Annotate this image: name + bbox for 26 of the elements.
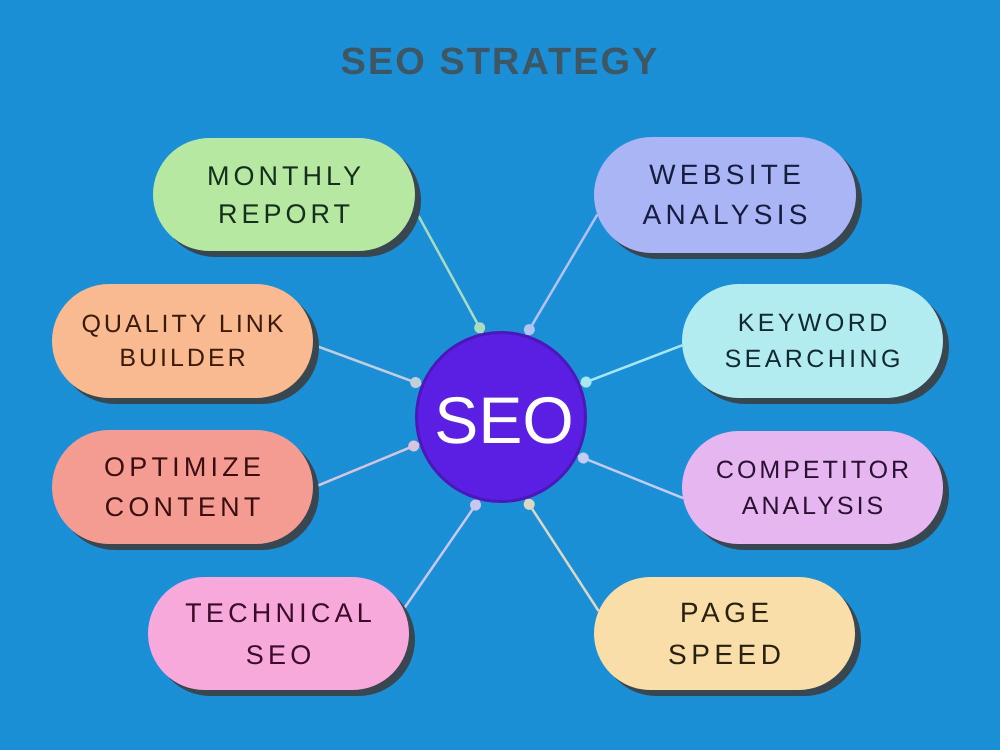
pill-box: [153, 138, 421, 257]
connector-line: [524, 214, 598, 336]
pill-box: [682, 284, 949, 404]
connector-line: [580, 344, 683, 388]
connector-line: [318, 346, 422, 388]
connector-line: [404, 499, 482, 608]
node-label: COMPETITOR ANALYSIS: [714, 454, 914, 522]
node-label: TECHNICAL SEO: [184, 596, 377, 672]
node-label: MONTHLY REPORT: [206, 160, 366, 230]
title: SEO STRATEGY: [340, 40, 660, 84]
pill-box: [682, 431, 949, 550]
pill-box: [52, 284, 319, 404]
node-label: PAGE SPEED: [667, 596, 786, 672]
connector-line: [417, 215, 486, 334]
node-label: QUALITY LINK BUILDER: [80, 309, 288, 374]
connector-line: [524, 498, 600, 612]
pill-box: [52, 430, 319, 550]
connector-line: [318, 440, 420, 487]
node-label: WEBSITE ANALYSIS: [642, 158, 813, 232]
pill-box: [594, 137, 862, 259]
node-label: OPTIMIZE CONTENT: [103, 451, 266, 524]
connector-line: [577, 452, 684, 500]
pill-box: [594, 577, 861, 696]
center-label: SEO: [434, 382, 574, 458]
pill-box: [148, 577, 415, 696]
node-label: KEYWORD SEARCHING: [724, 308, 905, 375]
